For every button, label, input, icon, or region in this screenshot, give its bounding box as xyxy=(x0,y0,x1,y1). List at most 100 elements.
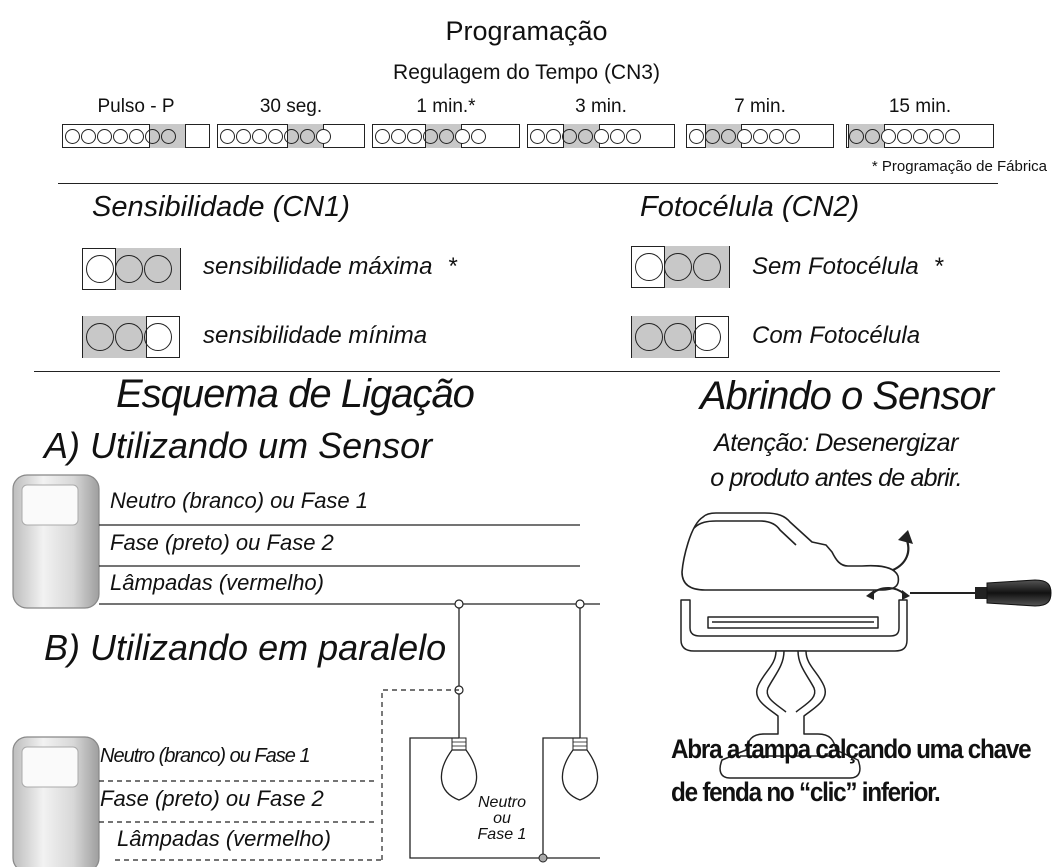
wire-b-label-1: Neutro (branco) ou Fase 1 xyxy=(100,745,311,767)
clip-arrow-icon xyxy=(871,587,905,595)
time-option-label: 1 min.* xyxy=(416,96,476,117)
fotocelula-com-label: Com Fotocélula xyxy=(752,322,921,349)
pin xyxy=(626,128,641,144)
fotocelula-title: Fotocélula (CN2) xyxy=(640,191,860,223)
neutral-link xyxy=(542,737,580,858)
abrindo-instruction-1: Abra a tampa calçando uma chave xyxy=(671,734,1032,764)
pin xyxy=(865,128,880,144)
pin xyxy=(220,128,235,144)
sensibilidade-title: Sensibilidade (CN1) xyxy=(92,191,350,223)
time-option-label: 15 min. xyxy=(888,96,952,117)
pin xyxy=(268,128,283,144)
pin xyxy=(664,253,692,281)
abrindo-title: Abrindo o Sensor xyxy=(700,374,994,418)
junction-node xyxy=(538,853,548,863)
fotocelula-sem-jumper xyxy=(631,246,730,288)
pin xyxy=(97,128,112,144)
pin xyxy=(945,128,960,144)
wire-b-label-3: Lâmpadas (vermelho) xyxy=(117,826,331,851)
sensor-b-icon xyxy=(12,736,100,867)
pin xyxy=(737,128,752,144)
time-option-jumper xyxy=(62,124,210,148)
divider-2 xyxy=(34,371,1000,372)
rotate-arrow-icon xyxy=(892,537,910,571)
pin xyxy=(375,128,390,144)
pin xyxy=(578,128,593,144)
esquema-a-title: A) Utilizando um Sensor xyxy=(44,425,433,466)
pin xyxy=(785,128,800,144)
pin xyxy=(423,128,438,144)
esquema-title: Esquema de Ligação xyxy=(116,372,475,416)
pin xyxy=(705,128,720,144)
pin xyxy=(65,128,80,144)
sensibilidade-min-jumper xyxy=(81,316,180,358)
pin xyxy=(897,128,912,144)
wire-a-label-2: Fase (preto) ou Fase 2 xyxy=(110,530,334,555)
time-option-jumper xyxy=(686,124,834,148)
pin xyxy=(316,128,331,144)
time-option-label: 3 min. xyxy=(575,96,627,117)
factory-note: * Programação de Fábrica xyxy=(871,158,1047,175)
pin xyxy=(86,255,114,283)
pin xyxy=(161,128,176,144)
lamp-2-icon xyxy=(561,737,599,801)
junction-node xyxy=(575,599,585,609)
sensor-a-icon xyxy=(12,474,100,609)
pin xyxy=(115,255,143,283)
fotocelula-com-jumper xyxy=(630,316,729,358)
sensibilidade-min-label: sensibilidade mínima xyxy=(203,322,428,349)
esquema-b-title: B) Utilizando em paralelo xyxy=(44,627,447,668)
programacao-title: Programação xyxy=(445,16,608,46)
pin xyxy=(849,128,864,144)
wire-b-label-2: Fase (preto) ou Fase 2 xyxy=(100,786,324,811)
time-option-jumper xyxy=(372,124,520,148)
pin xyxy=(693,253,721,281)
time-option-label: 30 seg. xyxy=(259,96,323,117)
lamp-1-icon xyxy=(440,737,478,801)
pin xyxy=(769,128,784,144)
pin xyxy=(881,128,896,144)
pin xyxy=(144,323,172,351)
screwdriver-icon xyxy=(910,579,1052,607)
fotocelula-sem-label: Sem Fotocélula* xyxy=(752,253,945,280)
pin xyxy=(635,253,663,281)
pin xyxy=(252,128,267,144)
sensor-cover-icon xyxy=(681,512,900,591)
pin xyxy=(753,128,768,144)
pin xyxy=(594,128,609,144)
pin xyxy=(300,128,315,144)
neutral-loop xyxy=(409,737,540,859)
pin xyxy=(530,128,545,144)
sensibilidade-max-label: sensibilidade máxima* xyxy=(203,253,458,280)
pin xyxy=(471,128,486,144)
pin xyxy=(546,128,561,144)
abrindo-instruction-2: de fenda no “clic” inferior. xyxy=(671,777,941,807)
pin xyxy=(929,128,944,144)
sensibilidade-max-jumper xyxy=(82,248,181,290)
time-option-jumper xyxy=(527,124,675,148)
pin xyxy=(439,128,454,144)
pin xyxy=(610,128,625,144)
abrindo-warning-2: o produto antes de abrir. xyxy=(710,464,962,492)
pin xyxy=(407,128,422,144)
time-option-label: Pulso - P xyxy=(97,96,175,117)
pin xyxy=(693,323,721,351)
junction-node xyxy=(454,599,464,609)
time-option-jumper xyxy=(217,124,365,148)
divider-1 xyxy=(58,183,998,184)
wire-b-dashed xyxy=(381,689,459,860)
time-option-jumper xyxy=(846,124,994,148)
pin xyxy=(689,128,704,144)
programacao-subtitle: Regulagem do Tempo (CN3) xyxy=(393,61,660,84)
sensor-base-icon xyxy=(680,599,908,779)
pin xyxy=(284,128,299,144)
pin xyxy=(635,323,663,351)
pin xyxy=(129,128,144,144)
neutro-label: Neutro ou Fase 1 xyxy=(470,795,534,843)
pin xyxy=(391,128,406,144)
pin xyxy=(144,255,172,283)
pin xyxy=(664,323,692,351)
pin xyxy=(81,128,96,144)
pin xyxy=(145,128,160,144)
wire-a-label-1: Neutro (branco) ou Fase 1 xyxy=(110,488,369,513)
